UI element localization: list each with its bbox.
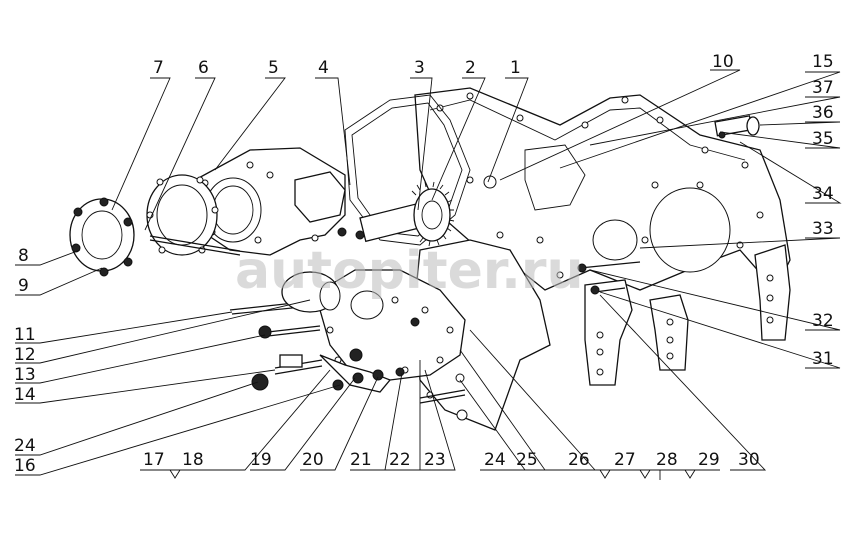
watermark: autopiter.ru bbox=[235, 241, 584, 301]
callout-29: 29 bbox=[698, 450, 720, 470]
callout-labels: 7 6 5 4 3 2 1 10 15 37 36 35 34 33 32 31… bbox=[14, 52, 834, 476]
callout-1: 1 bbox=[510, 58, 521, 78]
callout-23: 23 bbox=[424, 450, 446, 470]
callout-7: 7 bbox=[153, 58, 164, 78]
callout-2: 2 bbox=[465, 58, 476, 78]
callout-27: 27 bbox=[614, 450, 636, 470]
parts-drawing bbox=[69, 87, 791, 431]
callout-26: 26 bbox=[568, 450, 590, 470]
callout-8: 8 bbox=[18, 246, 29, 266]
callout-13: 13 bbox=[14, 365, 36, 385]
callout-28: 28 bbox=[656, 450, 678, 470]
callout-14: 14 bbox=[14, 385, 36, 405]
callout-24-bottom: 24 bbox=[484, 450, 506, 470]
callout-30: 30 bbox=[738, 450, 760, 470]
callout-35: 35 bbox=[812, 129, 834, 149]
mounting-bracket-left bbox=[584, 279, 633, 386]
callout-17: 17 bbox=[143, 450, 165, 470]
idler-gear bbox=[413, 188, 451, 242]
callout-36: 36 bbox=[812, 103, 834, 123]
callout-24-left: 24 bbox=[14, 436, 36, 456]
pin bbox=[279, 354, 303, 368]
callout-15: 15 bbox=[812, 52, 834, 72]
callout-16: 16 bbox=[14, 456, 36, 476]
mounting-bracket-mid bbox=[649, 294, 689, 371]
callout-31: 31 bbox=[812, 349, 834, 369]
callout-20: 20 bbox=[302, 450, 324, 470]
callout-25: 25 bbox=[516, 450, 538, 470]
callout-11: 11 bbox=[14, 325, 36, 345]
callout-37: 37 bbox=[812, 78, 834, 98]
callout-5: 5 bbox=[268, 58, 279, 78]
callout-21: 21 bbox=[350, 450, 372, 470]
callout-4: 4 bbox=[318, 58, 329, 78]
callout-22: 22 bbox=[389, 450, 411, 470]
callout-10: 10 bbox=[712, 52, 734, 72]
cover-opening-large bbox=[649, 187, 731, 273]
callout-32: 32 bbox=[812, 311, 834, 331]
callout-3: 3 bbox=[414, 58, 425, 78]
cover-opening-small bbox=[592, 219, 638, 261]
callout-18: 18 bbox=[182, 450, 204, 470]
callout-6: 6 bbox=[198, 58, 209, 78]
leader-lines bbox=[15, 69, 842, 480]
callout-9: 9 bbox=[18, 276, 29, 296]
callout-34: 34 bbox=[812, 184, 834, 204]
callout-12: 12 bbox=[14, 345, 36, 365]
callout-33: 33 bbox=[812, 219, 834, 239]
callout-19: 19 bbox=[250, 450, 272, 470]
mounting-bracket-right bbox=[754, 244, 791, 341]
